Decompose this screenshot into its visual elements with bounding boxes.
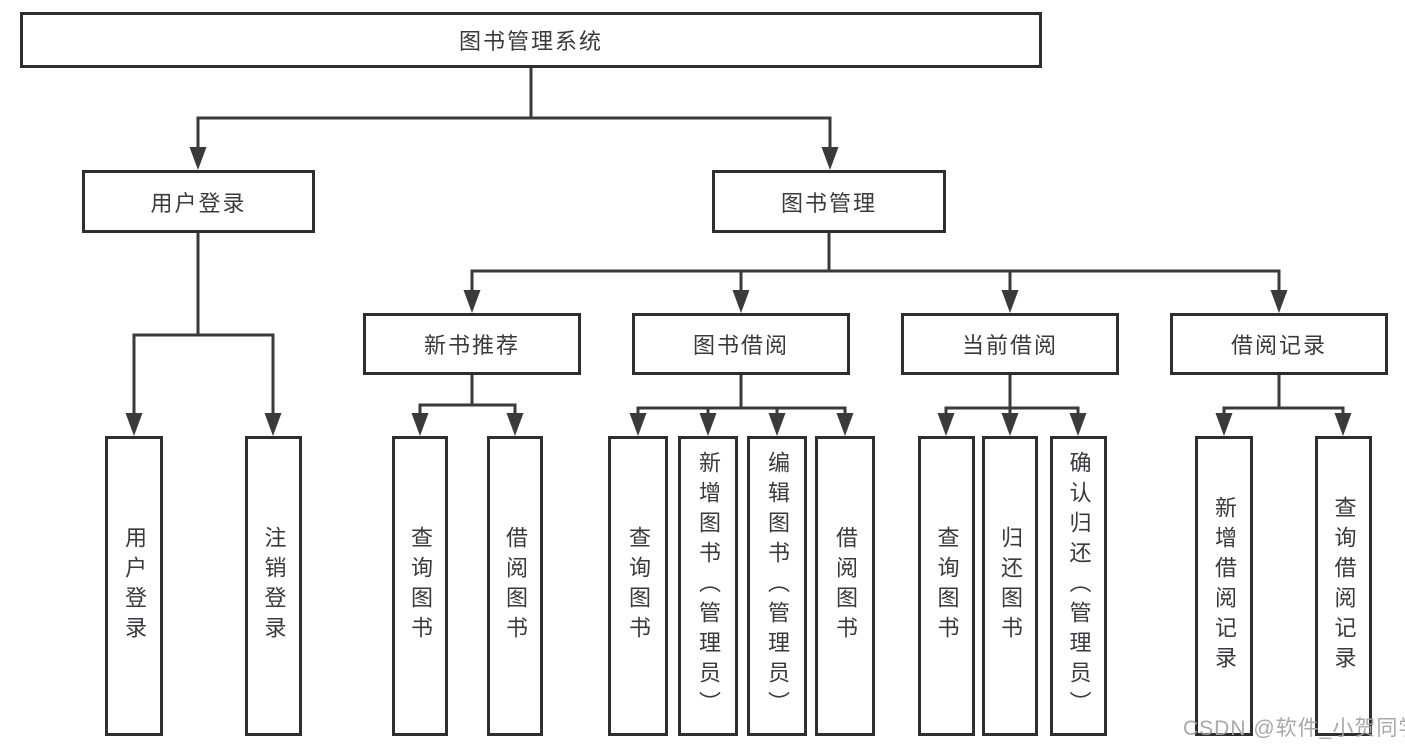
arrowhead-icon xyxy=(937,413,955,436)
node-leaf-bb-borrow: 借阅图书 xyxy=(815,436,875,736)
arrowhead-icon xyxy=(264,413,282,436)
node-leaf-br-query: 查询借阅记录 xyxy=(1315,436,1372,736)
node-current-borrow: 当前借阅 xyxy=(901,313,1119,375)
arrowhead-icon xyxy=(1069,413,1087,436)
node-book-borrow: 图书借阅 xyxy=(632,313,850,375)
node-leaf-bb-query: 查询图书 xyxy=(608,436,668,736)
arrowhead-icon xyxy=(629,413,647,436)
node-leaf-cb-confirm: 确认归还（管理员） xyxy=(1050,436,1107,736)
arrowhead-icon xyxy=(1215,413,1233,436)
node-leaf-bb-edit: 编辑图书（管理员） xyxy=(747,436,807,736)
node-book-mgmt: 图书管理 xyxy=(712,170,946,233)
node-root: 图书管理系统 xyxy=(20,12,1042,68)
arrowhead-icon xyxy=(411,413,429,436)
arrowhead-icon xyxy=(836,413,854,436)
node-leaf-logout: 注销登录 xyxy=(245,436,302,736)
node-new-book: 新书推荐 xyxy=(363,313,581,375)
arrowhead-icon xyxy=(821,147,839,170)
arrowhead-icon xyxy=(125,413,143,436)
arrowhead-icon xyxy=(506,413,524,436)
node-leaf-nb-borrow: 借阅图书 xyxy=(487,436,543,736)
arrowhead-icon xyxy=(1001,413,1019,436)
arrowhead-icon xyxy=(732,290,750,313)
node-leaf-cb-return: 归还图书 xyxy=(982,436,1038,736)
node-leaf-user-login: 用户登录 xyxy=(105,436,163,736)
node-leaf-bb-add: 新增图书（管理员） xyxy=(678,436,738,736)
node-user-login: 用户登录 xyxy=(82,170,315,233)
arrowhead-icon xyxy=(1334,413,1352,436)
node-leaf-nb-query: 查询图书 xyxy=(392,436,448,736)
arrowhead-icon xyxy=(1270,290,1288,313)
node-borrow-record: 借阅记录 xyxy=(1170,313,1388,375)
arrowhead-icon xyxy=(768,413,786,436)
arrowhead-icon xyxy=(189,147,207,170)
arrowhead-icon xyxy=(699,413,717,436)
node-leaf-cb-query: 查询图书 xyxy=(918,436,975,736)
watermark: CSDN @软件_小贺同学 xyxy=(1183,717,1405,740)
arrowhead-icon xyxy=(463,290,481,313)
arrowhead-icon xyxy=(1001,290,1019,313)
node-leaf-br-add: 新增借阅记录 xyxy=(1195,436,1253,736)
